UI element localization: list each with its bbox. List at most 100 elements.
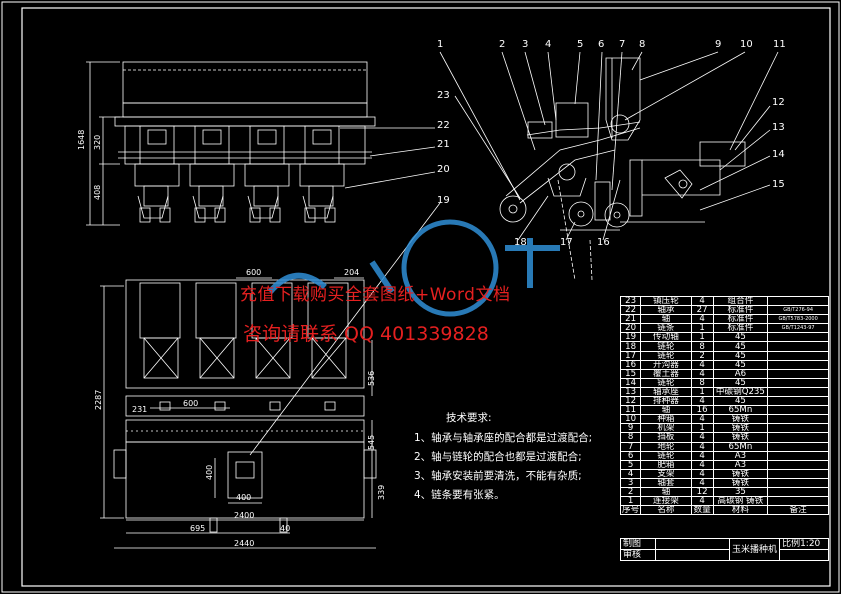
bom-cell: 中碳钢Q235 xyxy=(712,386,769,398)
dim-695: 695 xyxy=(190,524,206,533)
dim-536: 536 xyxy=(367,370,376,386)
bom-cell: 35 xyxy=(712,486,769,498)
dim-400-h: 400 xyxy=(236,493,252,502)
bom-cell: 排种器 xyxy=(640,396,692,407)
dim-600-inner: 600 xyxy=(183,399,199,408)
watermark-line1: 充值下载购买全套图纸+Word文档 xyxy=(240,285,511,305)
plan-view xyxy=(100,202,441,549)
bom-cell: 8 xyxy=(690,377,714,388)
bom-cell: 轴套 xyxy=(640,477,692,488)
bom-cell: 开沟器 xyxy=(640,359,692,370)
bom-header-row: 序号名称数量材料备注 xyxy=(619,505,829,516)
bom-cell: 挡板 xyxy=(640,432,692,443)
bom-cell: A6 xyxy=(712,368,769,379)
bom-cell: 18 xyxy=(619,341,642,352)
bom-cell: 链轮 xyxy=(640,377,692,388)
bom-cell: A3 xyxy=(712,450,769,461)
bom-cell: 覆土器 xyxy=(640,368,692,379)
dim-2400: 2400 xyxy=(234,511,255,520)
bom-cell: 1 xyxy=(690,423,714,434)
callout-5: 5 xyxy=(577,39,584,50)
tech-item: 1、轴承与轴承座的配合都是过渡配合; xyxy=(414,432,593,444)
dim-545: 545 xyxy=(367,434,376,450)
callout-16: 16 xyxy=(597,237,610,248)
callout-17: 17 xyxy=(560,237,573,248)
callout-13: 13 xyxy=(772,122,785,133)
bom-cell xyxy=(767,450,829,461)
side-view xyxy=(439,51,779,281)
bom-cell xyxy=(767,386,829,398)
bom-cell: 45 xyxy=(712,359,769,370)
bom-cell xyxy=(767,414,829,425)
bom-cell: 4 xyxy=(619,468,642,479)
callout-11: 11 xyxy=(773,39,786,50)
bom-cell: 链轮 xyxy=(640,350,692,361)
callout-23: 23 xyxy=(437,90,450,101)
bom-cell xyxy=(767,396,829,407)
callout-20: 20 xyxy=(437,164,450,175)
bom-cell: GB/T1243-97 xyxy=(767,323,829,334)
callout-18: 18 xyxy=(514,237,527,248)
tech-item: 3、轴承安装前要清洗，不能有杂质; xyxy=(414,470,582,482)
bom-cell: 45 xyxy=(712,341,769,352)
bom-cell: 1 xyxy=(690,332,714,343)
bom-cell: 45 xyxy=(712,377,769,388)
bom-cell xyxy=(767,295,829,307)
bom-cell: 2 xyxy=(690,350,714,361)
draw-label: 制图 xyxy=(620,538,656,550)
bom-cell: 轴 xyxy=(640,486,692,498)
watermark-line2: 咨询请联系 QQ 401339828 xyxy=(243,323,489,345)
bom-cell: 链轮 xyxy=(640,450,692,461)
bom-header-cell: 序号 xyxy=(619,505,642,516)
bom-cell: 16 xyxy=(690,405,714,416)
bom-header-cell: 名称 xyxy=(640,505,692,516)
tech-item: 2、轴与链轮的配合也都是过渡配合; xyxy=(414,451,582,463)
bom-cell: 1 xyxy=(619,496,642,507)
bom-cell: 链轮 xyxy=(640,341,692,352)
bom-cell: 地轮 xyxy=(640,441,692,452)
bom-cell: 27 xyxy=(690,305,714,316)
bom-header-cell: 材料 xyxy=(712,505,769,516)
bom-cell: 21 xyxy=(619,314,642,325)
bom-cell: 4 xyxy=(690,477,714,488)
bom-cell: 65Mn xyxy=(712,405,769,416)
inner-frame xyxy=(21,7,831,587)
bom-cell: 4 xyxy=(690,441,714,452)
bom-cell: 支架 xyxy=(640,468,692,479)
dim-320: 320 xyxy=(93,134,102,150)
dim-400-v: 400 xyxy=(205,464,214,480)
bom-cell xyxy=(767,332,829,343)
callout-15: 15 xyxy=(772,179,785,190)
callout-21: 21 xyxy=(437,139,450,150)
bom-cell: 4 xyxy=(690,414,714,425)
bom-cell: 铸铁 xyxy=(712,423,769,434)
bom-cell: 标准件 xyxy=(712,323,769,334)
callout-8: 8 xyxy=(639,39,646,50)
bom-cell: 13 xyxy=(619,386,642,398)
bom-cell: 轴 xyxy=(640,405,692,416)
bom-cell: GB/T5783-2000 xyxy=(767,314,829,325)
callout-19: 19 xyxy=(437,195,450,206)
callout-9: 9 xyxy=(715,39,722,50)
bom-cell: 4 xyxy=(690,396,714,407)
bom-cell xyxy=(767,477,829,488)
bom-cell xyxy=(767,496,829,507)
bom-cell xyxy=(767,486,829,498)
bom-cell: 2 xyxy=(619,486,642,498)
